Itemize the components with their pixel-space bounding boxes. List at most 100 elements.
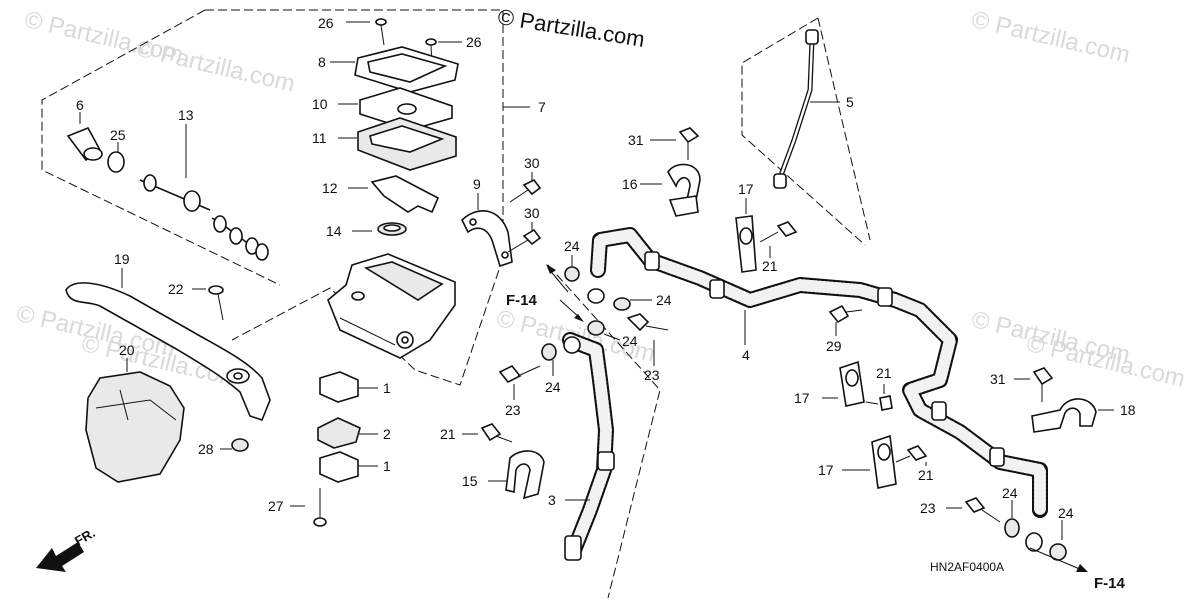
callout-24[interactable]: 24 (1058, 505, 1074, 521)
reference-f14[interactable]: F-14 (506, 292, 538, 309)
callout-15[interactable]: 15 (462, 473, 478, 489)
callout-17[interactable]: 17 (818, 462, 834, 478)
callout-24[interactable]: 24 (545, 379, 561, 395)
callout-13[interactable]: 13 (178, 107, 194, 123)
callout-23[interactable]: 23 (505, 402, 521, 418)
callout-24[interactable]: 24 (622, 333, 638, 349)
bolt-31a[interactable] (650, 127, 700, 160)
callout-14[interactable]: 14 (326, 223, 342, 239)
diaphragm-plate[interactable] (338, 87, 453, 131)
washer-24b[interactable] (613, 297, 652, 311)
callout-21[interactable]: 21 (762, 258, 778, 274)
callout-5[interactable]: 5 (846, 94, 854, 110)
callout-4[interactable]: 4 (742, 347, 750, 363)
bolt-21a[interactable] (759, 221, 798, 258)
callout-31[interactable]: 31 (628, 132, 644, 148)
callout-28[interactable]: 28 (198, 441, 214, 457)
callout-21[interactable]: 21 (876, 365, 892, 381)
callout-9[interactable]: 9 (473, 176, 481, 192)
callout-22[interactable]: 22 (168, 281, 184, 297)
callout-6[interactable]: 6 (76, 97, 84, 113)
washer-24c[interactable] (587, 320, 621, 341)
reservoir-cap[interactable] (330, 46, 459, 93)
callout-3[interactable]: 3 (548, 492, 556, 508)
callout-8[interactable]: 8 (318, 54, 326, 70)
callout-1[interactable]: 1 (383, 458, 391, 474)
callout-1[interactable]: 1 (383, 380, 391, 396)
clamp-17c[interactable] (842, 434, 897, 489)
screw-26b[interactable] (425, 38, 462, 68)
master-cylinder-holder[interactable] (461, 193, 513, 268)
callout-30[interactable]: 30 (524, 205, 540, 221)
washer-24a[interactable] (564, 255, 580, 282)
callout-11[interactable]: 11 (312, 130, 327, 146)
banjo-fitting-lower[interactable] (1025, 532, 1043, 552)
callout-29[interactable]: 29 (826, 338, 842, 354)
brake-switch-1b[interactable] (319, 451, 378, 483)
callout-27[interactable]: 27 (268, 498, 284, 514)
callout-18[interactable]: 18 (1120, 402, 1136, 418)
callout-17[interactable]: 17 (794, 390, 810, 406)
banjo-fitting[interactable] (563, 288, 605, 354)
clamp-18[interactable] (1031, 398, 1114, 433)
callout-25[interactable]: 25 (110, 127, 126, 143)
callout-24[interactable]: 24 (1002, 485, 1018, 501)
callout-21[interactable]: 21 (440, 426, 456, 442)
switch-part-2[interactable] (317, 417, 378, 449)
callout-10[interactable]: 10 (312, 96, 328, 112)
bolt-30b[interactable] (507, 222, 542, 253)
bolt-31b[interactable] (1014, 367, 1054, 402)
callout-26[interactable]: 26 (318, 15, 334, 31)
screw-27[interactable] (290, 488, 327, 527)
brake-lever[interactable] (65, 268, 271, 421)
bolt-23a[interactable] (626, 313, 669, 366)
lever-cover[interactable] (85, 358, 185, 483)
reference-f14[interactable]: F-14 (1094, 575, 1126, 592)
callout-17[interactable]: 17 (738, 181, 754, 197)
washer-24e[interactable] (1004, 500, 1020, 538)
clamp-15[interactable] (488, 450, 545, 500)
master-cylinder-body[interactable] (327, 253, 456, 359)
clamp-16[interactable] (640, 163, 701, 217)
bolt-21b[interactable] (865, 384, 893, 411)
bolt-30a[interactable] (509, 172, 542, 203)
float-plate[interactable] (348, 175, 440, 214)
snap-ring[interactable] (107, 142, 125, 173)
callout-21[interactable]: 21 (918, 467, 934, 483)
washer-24f[interactable] (1049, 520, 1067, 561)
screw-26a[interactable] (346, 18, 387, 46)
callout-24[interactable]: 24 (564, 238, 580, 254)
bolt-23b[interactable] (498, 364, 541, 400)
callout-20[interactable]: 20 (119, 342, 135, 358)
bolt-29[interactable] (828, 304, 863, 336)
callout-16[interactable]: 16 (622, 176, 638, 192)
callout-26[interactable]: 26 (466, 34, 482, 50)
callout-24[interactable]: 24 (656, 292, 672, 308)
pipe-group-box (741, 17, 866, 246)
brake-pipe[interactable] (773, 29, 840, 189)
callout-19[interactable]: 19 (114, 251, 130, 267)
brake-hose-4[interactable] (590, 227, 1048, 518)
clamp-17b[interactable] (822, 360, 865, 407)
diagram-code: HN2AF0400A (930, 560, 1004, 574)
brake-hose-3[interactable] (562, 332, 615, 561)
callout-23[interactable]: 23 (644, 367, 660, 383)
piston-set[interactable] (139, 124, 269, 261)
pivot-bolt[interactable] (192, 285, 224, 321)
callout-31[interactable]: 31 (990, 371, 1006, 387)
callout-2[interactable]: 2 (383, 426, 391, 442)
bolt-23c[interactable] (946, 497, 1001, 523)
bolt-21d[interactable] (462, 423, 513, 443)
brake-switch-1a[interactable] (319, 371, 378, 403)
dust-boot[interactable] (66, 112, 103, 162)
callout-23[interactable]: 23 (920, 500, 936, 516)
callout-12[interactable]: 12 (322, 180, 338, 196)
callout-7[interactable]: 7 (538, 99, 546, 115)
grommet[interactable] (220, 438, 249, 452)
bolt-21c[interactable] (895, 445, 928, 466)
callout-30[interactable]: 30 (524, 155, 540, 171)
o-ring[interactable] (352, 222, 407, 236)
diaphragm[interactable] (338, 117, 457, 171)
clamp-17a[interactable] (735, 198, 757, 273)
washer-24d[interactable] (541, 343, 557, 376)
